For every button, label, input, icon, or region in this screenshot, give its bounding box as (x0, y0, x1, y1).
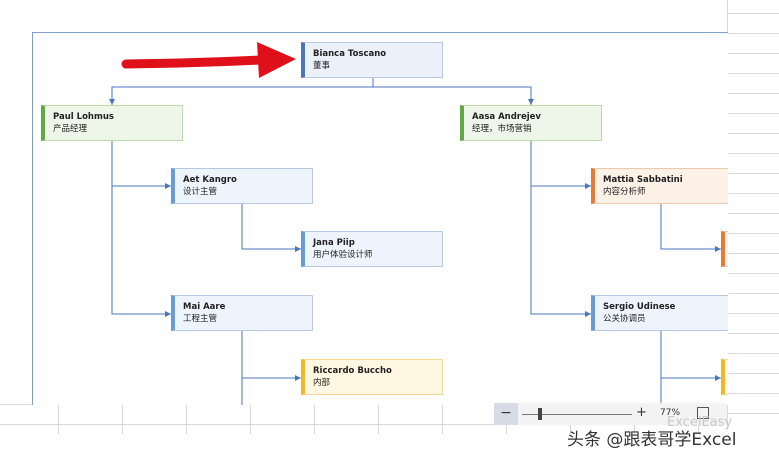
node-title: 经理，市场营销 (472, 124, 532, 134)
node-jana[interactable]: Jana Piip 用户体验设计师 (301, 231, 443, 267)
node-title: 用户体验设计师 (313, 250, 373, 260)
zoom-out-button[interactable]: − (494, 403, 518, 425)
node-mattia[interactable]: Mattia Sabbatini 内容分析师 (591, 168, 728, 204)
node-sergio-child[interactable] (721, 359, 728, 395)
node-name: Mai Aare (183, 302, 226, 312)
node-name: Paul Lohmus (53, 112, 114, 122)
node-left-manager[interactable]: Paul Lohmus 产品经理 (41, 105, 183, 141)
node-name: Mattia Sabbatini (603, 175, 683, 185)
org-chart-canvas[interactable]: Bianca Toscano 董事 Paul Lohmus 产品经理 Aasa … (32, 32, 728, 405)
node-aet[interactable]: Aet Kangro 设计主管 (171, 168, 313, 204)
node-right-manager[interactable]: Aasa Andrejev 经理，市场营销 (460, 105, 602, 141)
fit-to-window-icon[interactable] (697, 407, 709, 419)
faint-watermark: ExcelEasy (667, 415, 733, 430)
node-riccardo[interactable]: Riccardo Buccho 内部 (301, 359, 443, 395)
node-sergio[interactable]: Sergio Udinese 公关协调员 (591, 295, 728, 331)
node-title: 产品经理 (53, 124, 88, 134)
zoom-in-button[interactable]: + (636, 405, 647, 420)
node-mattia-child[interactable] (721, 231, 728, 267)
connector-lines (109, 42, 721, 405)
node-name: Jana Piip (313, 238, 355, 248)
node-title: 内部 (313, 378, 331, 388)
node-name: Aasa Andrejev (472, 112, 541, 122)
node-title: 董事 (313, 61, 331, 71)
zoom-statusbar: − + 77% (494, 403, 727, 425)
zoom-slider-handle[interactable] (538, 408, 542, 420)
node-ceo[interactable]: Bianca Toscano 董事 (301, 42, 443, 78)
node-name: Aet Kangro (183, 175, 237, 185)
node-title: 内容分析师 (603, 187, 646, 197)
zoom-slider-track[interactable] (522, 414, 632, 415)
node-title: 公关协调员 (603, 314, 646, 324)
zoom-level: 77% (660, 408, 681, 418)
node-name: Sergio Udinese (603, 302, 676, 312)
watermark-text: 头条 @跟表哥学Excel (567, 430, 737, 450)
red-arrow-icon (121, 42, 296, 78)
node-mai[interactable]: Mai Aare 工程主管 (171, 295, 313, 331)
node-name: Bianca Toscano (313, 49, 387, 59)
sheet-grid-right (727, 0, 779, 430)
node-title: 设计主管 (183, 187, 218, 197)
node-name: Riccardo Buccho (313, 366, 392, 376)
node-title: 工程主管 (183, 314, 218, 324)
